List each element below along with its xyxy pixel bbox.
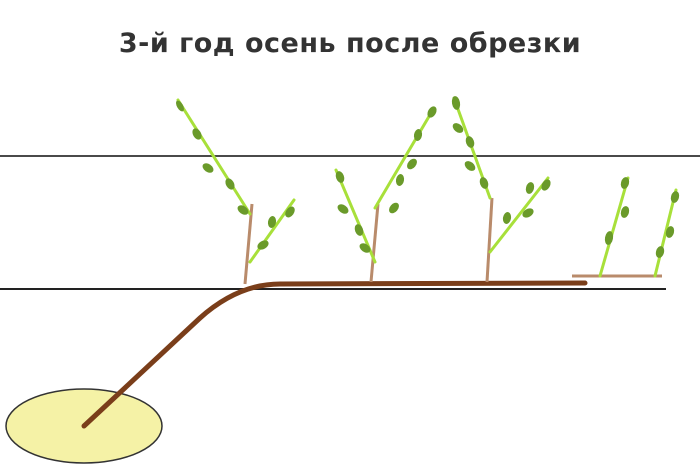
spur-1 [243, 203, 254, 285]
spur-3 [485, 197, 494, 283]
vine-trunk [81, 280, 588, 429]
spurs [243, 197, 494, 285]
shoot-3b [488, 176, 550, 254]
spur-2 [369, 203, 380, 283]
shoots [176, 96, 678, 278]
leaf-buds [176, 96, 680, 258]
shoot-4 [598, 176, 630, 278]
shoot-2b [373, 106, 436, 210]
shoot-5 [653, 188, 678, 278]
diagram-title: 3-й год осень после обрезки [118, 28, 582, 59]
shoot-1a [176, 98, 252, 216]
